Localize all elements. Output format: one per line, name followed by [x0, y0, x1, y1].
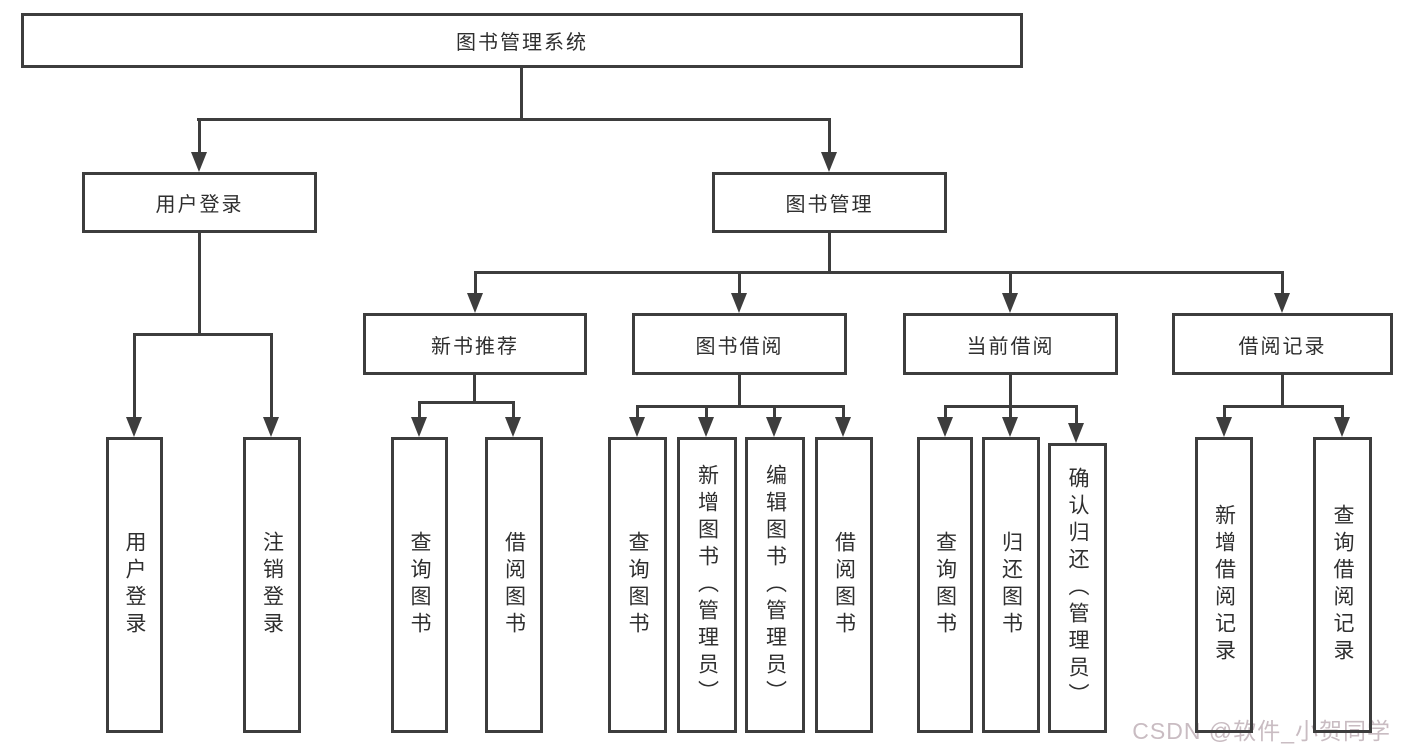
leaf-nb-borrow-books: 借阅图书	[485, 437, 543, 733]
leaf-br-query-record: 查询借阅记录	[1313, 437, 1372, 733]
connector-root-rail	[197, 118, 831, 121]
connector-drop-nb-query	[418, 401, 421, 421]
arrowhead-borrow-records	[1274, 293, 1290, 313]
arrowhead-current-borrow	[1002, 293, 1018, 313]
arrowhead-cb-query	[937, 417, 953, 437]
connector-drop-bb-edit	[773, 405, 776, 421]
node-book-management-label: 图书管理	[785, 194, 874, 216]
node-user-login-label: 用户登录	[155, 194, 244, 216]
connector-drop-bb-add	[705, 405, 708, 421]
connector-drop-br-query	[1341, 405, 1344, 421]
arrowhead-cb-return	[1002, 417, 1018, 437]
node-user-login: 用户登录	[82, 172, 317, 233]
arrowhead-bb-add	[698, 417, 714, 437]
node-book-borrow-label: 图书借阅	[695, 335, 784, 358]
leaf-cb-query-books: 查询图书	[917, 437, 973, 733]
leaf-nb-borrow-books-label: 借阅图书	[502, 531, 526, 639]
leaf-br-add-record: 新增借阅记录	[1195, 437, 1253, 733]
leaf-cb-confirm-return-admin: 确认归还（管理员）	[1048, 443, 1107, 733]
leaf-user-login-label: 用户登录	[123, 531, 146, 639]
connector-root-stub	[520, 68, 523, 121]
leaf-logout-label: 注销登录	[260, 531, 284, 639]
leaf-br-query-record-label: 查询借阅记录	[1331, 504, 1354, 666]
connector-drop-nb-borrow	[512, 401, 515, 421]
connector-borrow-records-stub	[1281, 375, 1284, 408]
leaf-nb-query-books-label: 查询图书	[408, 531, 431, 639]
leaf-cb-query-books-label: 查询图书	[933, 531, 957, 639]
connector-drop-borrow-records	[1281, 271, 1284, 297]
connector-new-book-stub	[473, 375, 476, 404]
connector-drop-bb-query	[636, 405, 639, 421]
connector-book-management-stub	[828, 233, 831, 274]
node-borrow-records: 借阅记录	[1172, 313, 1393, 375]
connector-borrow-records-rail	[1223, 405, 1344, 408]
leaf-bb-query-books-label: 查询图书	[626, 531, 649, 639]
arrowhead-user-login	[191, 152, 207, 172]
connector-drop-br-add	[1223, 405, 1226, 421]
arrowhead-nb-query	[411, 417, 427, 437]
arrowhead-nb-borrow	[505, 417, 521, 437]
arrowhead-br-add	[1216, 417, 1232, 437]
connector-drop-book-borrow	[738, 271, 741, 297]
arrowhead-leaf-logout	[263, 417, 279, 437]
connector-drop-leaf-logout	[270, 333, 273, 421]
leaf-cb-confirm-return-admin-label: 确认归还（管理员）	[1066, 466, 1089, 710]
connector-drop-cb-query	[944, 405, 947, 421]
connector-user-login-rail	[133, 333, 273, 336]
leaf-cb-return-books: 归还图书	[982, 437, 1040, 733]
leaf-br-add-record-label: 新增借阅记录	[1212, 504, 1236, 666]
node-current-borrow: 当前借阅	[903, 313, 1118, 375]
connector-drop-cb-confirm	[1075, 405, 1078, 427]
arrowhead-bb-query	[629, 417, 645, 437]
node-book-management: 图书管理	[712, 172, 947, 233]
leaf-bb-add-books-admin-label: 新增图书（管理员）	[695, 463, 719, 707]
connector-drop-new-book-recommend	[474, 271, 477, 297]
connector-drop-leaf-user-login	[133, 333, 136, 421]
leaf-bb-query-books: 查询图书	[608, 437, 667, 733]
node-current-borrow-label: 当前借阅	[966, 335, 1055, 358]
node-root-label: 图书管理系统	[456, 32, 588, 54]
arrowhead-br-query	[1334, 417, 1350, 437]
leaf-bb-add-books-admin: 新增图书（管理员）	[677, 437, 737, 733]
arrowhead-book-management	[821, 152, 837, 172]
arrowhead-leaf-user-login	[126, 417, 142, 437]
leaf-bb-borrow-books: 借阅图书	[815, 437, 873, 733]
arrowhead-bb-borrow	[835, 417, 851, 437]
node-borrow-records-label: 借阅记录	[1238, 335, 1327, 358]
connector-book-management-rail	[474, 271, 1283, 274]
arrowhead-cb-confirm	[1068, 423, 1084, 443]
connector-book-borrow-rail	[636, 405, 845, 408]
connector-new-book-rail	[418, 401, 515, 404]
connector-book-borrow-stub	[738, 375, 741, 408]
node-new-book-recommend-label: 新书推荐	[431, 335, 519, 358]
leaf-user-login: 用户登录	[106, 437, 163, 733]
leaf-bb-borrow-books-label: 借阅图书	[832, 531, 856, 639]
connector-current-borrow-stub	[1009, 375, 1012, 408]
node-root: 图书管理系统	[21, 13, 1023, 68]
leaf-logout: 注销登录	[243, 437, 301, 733]
connector-user-login-stub	[198, 232, 201, 336]
arrowhead-new-book-recommend	[467, 293, 483, 313]
node-book-borrow: 图书借阅	[632, 313, 847, 375]
arrowhead-book-borrow	[731, 293, 747, 313]
leaf-bb-edit-books-admin: 编辑图书（管理员）	[745, 437, 805, 733]
leaf-bb-edit-books-admin-label: 编辑图书（管理员）	[763, 463, 787, 707]
leaf-cb-return-books-label: 归还图书	[999, 531, 1023, 639]
node-new-book-recommend: 新书推荐	[363, 313, 587, 375]
leaf-nb-query-books: 查询图书	[391, 437, 448, 733]
arrowhead-bb-edit	[766, 417, 782, 437]
connector-drop-current-borrow	[1009, 271, 1012, 297]
connector-drop-book-management	[828, 118, 831, 156]
connector-drop-bb-borrow	[842, 405, 845, 421]
connector-drop-cb-return	[1009, 405, 1012, 421]
connector-drop-user-login	[198, 118, 201, 156]
